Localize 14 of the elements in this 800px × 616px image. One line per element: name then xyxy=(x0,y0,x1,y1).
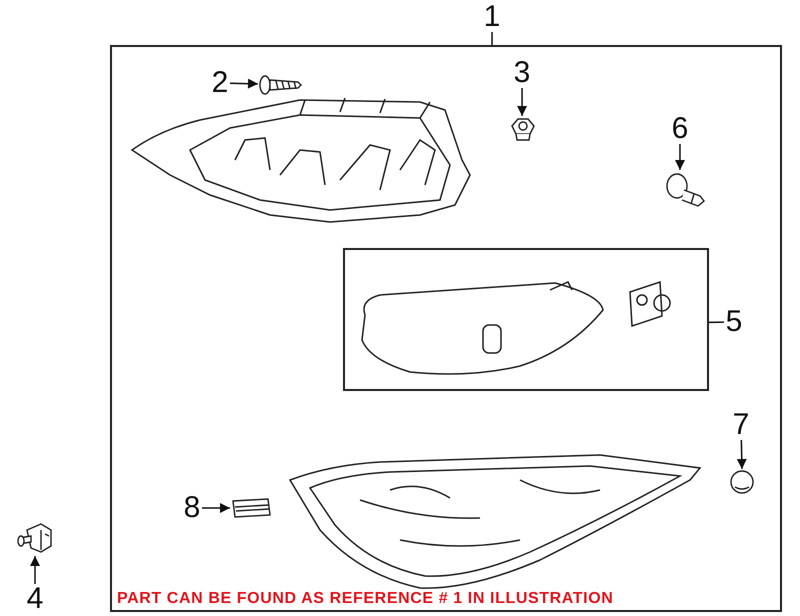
screw-drawing xyxy=(258,74,302,96)
frame-box xyxy=(110,45,782,612)
leader-line xyxy=(202,503,230,513)
leader-line xyxy=(517,88,528,116)
grommet-drawing xyxy=(729,469,755,495)
leader-line xyxy=(674,144,685,170)
leader-line xyxy=(708,321,724,324)
note: PART CAN BE FOUND AS REFERENCE # 1 IN ILLUSTRATION xyxy=(117,590,614,607)
inset-box xyxy=(343,248,709,391)
leader-line xyxy=(230,78,258,89)
leader-line xyxy=(30,556,40,584)
leader-line xyxy=(736,440,747,470)
clip-drawing xyxy=(230,497,272,519)
leader-line xyxy=(491,32,493,45)
